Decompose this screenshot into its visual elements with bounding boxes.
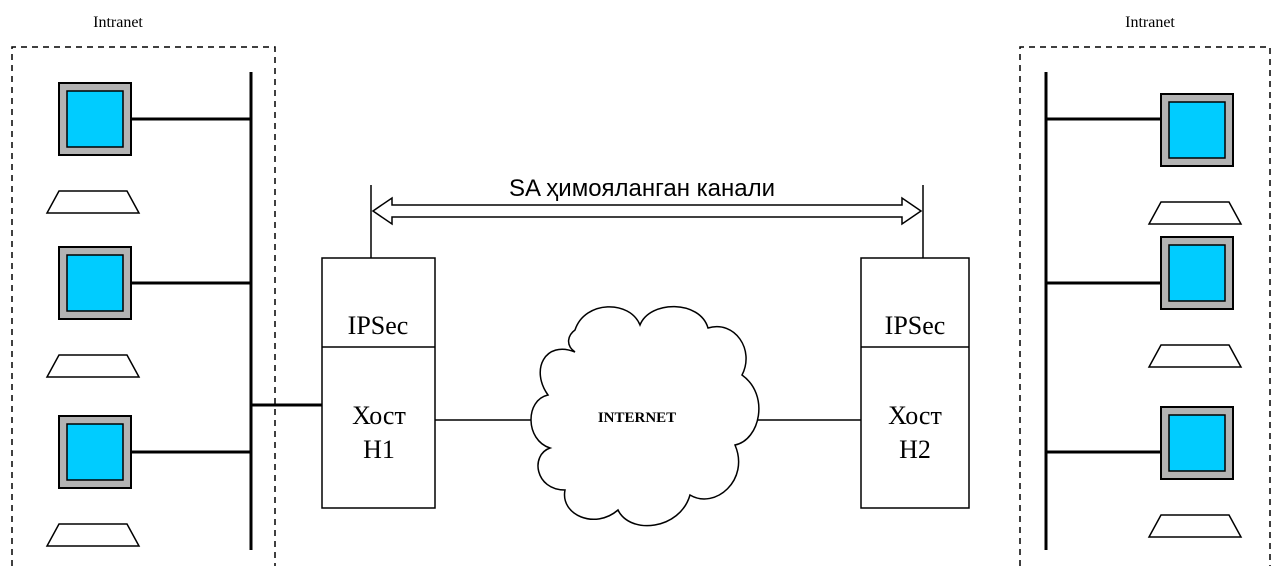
left-intranet: Intranet xyxy=(11,14,322,566)
left-computer-3 xyxy=(46,415,251,547)
sa-double-arrow xyxy=(371,196,923,226)
host-h1-name-line2: H1 xyxy=(363,435,395,464)
left-intranet-label: Intranet xyxy=(93,14,143,31)
internet-cloud: INTERNET xyxy=(530,305,760,527)
host-h2-box xyxy=(860,257,970,509)
host-h2: IPSec Хост H2 xyxy=(860,257,970,509)
host-h1-box xyxy=(321,257,436,509)
sa-channel-label: SA ҳимояланган канали xyxy=(509,175,775,202)
host-h1-ipsec-label: IPSec xyxy=(348,311,409,340)
right-intranet-label: Intranet xyxy=(1125,14,1175,31)
host-h1-name-line1: Хост xyxy=(352,401,406,430)
host-h1: IPSec Хост H1 xyxy=(321,257,436,509)
host-h2-name-line1: Хост xyxy=(888,401,942,430)
left-intranet-boundary xyxy=(11,46,276,566)
right-intranet: Intranet xyxy=(1019,14,1271,566)
right-computer-2 xyxy=(1046,236,1242,368)
right-computer-1 xyxy=(1046,93,1242,225)
internet-label: INTERNET xyxy=(598,410,676,426)
left-computer-2 xyxy=(46,246,251,378)
left-computer-1 xyxy=(46,82,251,214)
host-h2-ipsec-label: IPSec xyxy=(885,311,946,340)
host-h2-name-line2: H2 xyxy=(899,435,931,464)
right-intranet-boundary xyxy=(1019,46,1271,566)
right-computer-3 xyxy=(1046,406,1242,538)
sa-channel: SA ҳимояланган канали xyxy=(370,175,924,258)
